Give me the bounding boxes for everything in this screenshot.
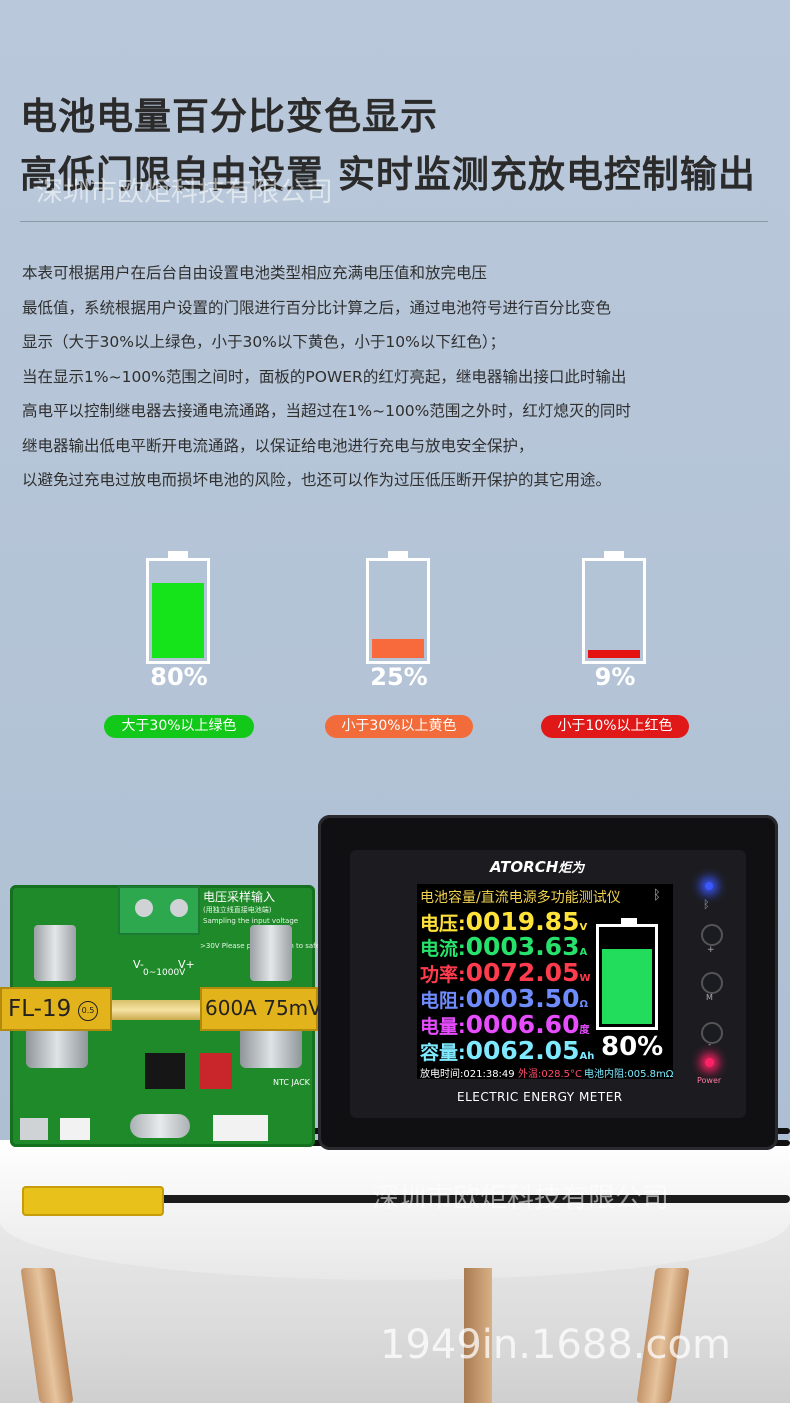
fuse-label: FL-19	[8, 996, 72, 1022]
screen-battery-cap	[621, 918, 637, 924]
legend-pill-green: 大于30%以上绿色	[104, 715, 254, 738]
reading-resistance: 电阻:0003.50Ω	[420, 984, 588, 1013]
divider	[20, 221, 768, 222]
power-led-icon	[705, 1058, 714, 1067]
screen-title: 电池容量/直流电源多功能测试仪	[420, 890, 621, 906]
bluetooth-led-icon	[705, 882, 713, 890]
connector-icon	[60, 1118, 90, 1140]
terminal-block-icon	[118, 886, 200, 935]
minus-button[interactable]	[701, 1022, 723, 1044]
reading-capacity: 容量:0062.05Ah	[420, 1036, 595, 1065]
shunt-strip	[112, 1000, 202, 1020]
fuse-rating: 0.5	[78, 1001, 98, 1021]
pcb-range: 0~1000V	[143, 968, 186, 978]
power-label: Power	[697, 1076, 722, 1085]
battery-percent-label: 9%	[594, 663, 636, 691]
description-line: 继电器输出低电平断开电流通路，以保证给电池进行充电与放电安全保护，	[22, 436, 534, 455]
pcb-subtitle-en: Sampling the input voltage	[203, 917, 299, 925]
meter-brand: ATORCH炬为	[490, 858, 585, 876]
plus-button-label: +	[707, 945, 715, 955]
internal-resistance: 电池内阻:005.8mΩ	[584, 1069, 674, 1080]
crystal-icon	[130, 1114, 190, 1138]
battery-percent-label: 25%	[370, 663, 428, 691]
pcb-vminus: V-	[133, 958, 144, 971]
external-temp: 外温:028.5°C	[518, 1069, 582, 1080]
shunt-label-tag	[200, 987, 318, 1031]
description: 本表可根据用户在后台自由设置电池类型相应充满电压值和放完电压 最低值，系统根据用…	[22, 256, 762, 498]
pcb-ntc-label: NTC JACK	[273, 1078, 310, 1087]
description-line: 以避免过充电过放电而损坏电池的风险，也还可以作为过压低压断开保护的其它用途。	[22, 471, 612, 489]
reading-current: 电流:0003.63A	[420, 932, 588, 961]
pcb-subtitle: (用独立线直接电池端)	[203, 906, 272, 914]
legend-pill-orange: 小于30%以上黄色	[325, 715, 473, 738]
table-leg-back	[464, 1268, 492, 1403]
bolt-icon	[250, 925, 292, 981]
legend-pill-red: 小于10%以上红色	[541, 715, 689, 738]
mode-button-label: M	[706, 993, 713, 1002]
discharge-time: 放电时间:021:38:49	[420, 1069, 515, 1080]
description-line: 显示（大于30%以上绿色，小于30%以下黄色，小于10%以下红色）；	[22, 333, 506, 351]
screen-battery-percent: 80%	[601, 1032, 664, 1062]
usb-port-icon	[20, 1118, 48, 1140]
bluetooth-icon: ᛒ	[653, 888, 661, 903]
watermark-company-top: 深圳市欧炬科技有限公司	[36, 177, 333, 208]
screen-battery-icon	[596, 924, 658, 1030]
bluetooth-indicator-icon: ᛒ	[703, 898, 710, 911]
description-line: 高电平以控制继电器去接通电流通路，当超过在1%~100%范围之外时，红灯熄灭的同…	[22, 402, 631, 420]
minus-button-label: -	[708, 1040, 712, 1050]
watermark-site: 1949in.1688.com	[380, 1322, 731, 1368]
screw-icon	[170, 899, 188, 917]
shunt-label: 600A 75mV	[205, 996, 322, 1020]
relay-connector-icon	[200, 1053, 232, 1089]
ntc-probe-icon	[22, 1186, 164, 1216]
headline-line-1: 电池电量百分比变色显示	[20, 95, 438, 138]
watermark-company-bottom: 深圳市欧炬科技有限公司	[372, 1183, 669, 1214]
reading-energy: 电量:0006.60度	[420, 1010, 590, 1039]
ic-chip-icon	[145, 1053, 185, 1089]
screw-icon	[135, 899, 153, 917]
headline-line-2: 高低门限自由设置 实时监测充放电控制输出	[20, 153, 756, 196]
description-line: 最低值，系统根据用户设置的门限进行百分比计算之后，通过电池符号进行百分比变色	[22, 298, 612, 317]
description-line: 当在显示1%~100%范围之间时，面板的POWER的红灯亮起，继电器输出接口此时…	[22, 367, 627, 386]
mode-button[interactable]	[701, 972, 723, 994]
reading-voltage: 电压:0019.85V	[420, 907, 588, 936]
plus-button[interactable]	[701, 924, 723, 946]
pcb-vplus: V+	[178, 958, 195, 971]
connector-icon	[213, 1115, 268, 1141]
battery-percent-label: 80%	[150, 663, 208, 691]
reading-power: 功率:0072.05W	[420, 958, 591, 987]
pcb-title: 电压采样输入	[203, 890, 276, 904]
meter-footer: ELECTRIC ENERGY METER	[457, 1090, 623, 1104]
description-line: 本表可根据用户在后台自由设置电池类型相应充满电压值和放完电压	[22, 264, 488, 282]
ntc-probe-cable	[160, 1195, 790, 1203]
bolt-icon	[34, 925, 76, 981]
